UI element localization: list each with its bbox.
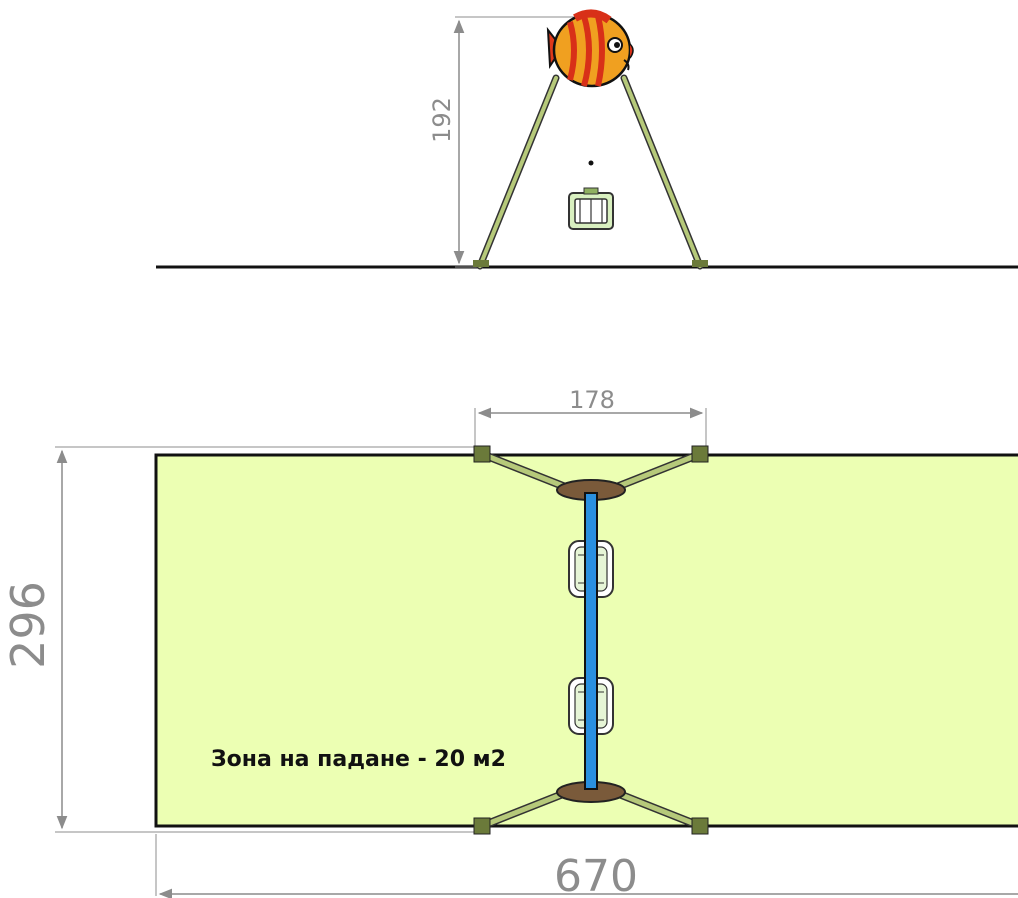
fish-mouth [623,59,630,71]
side-view: 192 [156,9,1018,270]
top-frame-bottom [473,781,709,835]
height-dimension-label: 192 [428,97,456,143]
top-beam [584,492,598,790]
frame-width-dimension-label: 178 [569,386,615,414]
zone-length-dimension: 670 [155,834,1018,898]
pivot-dot [588,160,594,166]
fall-zone-label: Зона на падане - 20 м2 [211,747,506,772]
height-dimension: 192 [428,16,592,268]
zone-length-dimension-label: 670 [554,851,638,898]
top-view: 178 296 670 [1,386,1018,898]
fish-ornament [546,9,634,88]
side-swing-seat [568,187,614,230]
zone-depth-dimension-label: 296 [1,581,55,669]
frame-width-dimension: 178 [474,386,707,447]
a-frame [473,74,708,270]
zone-depth-dimension: 296 [1,446,478,833]
top-frame-top [473,445,709,501]
